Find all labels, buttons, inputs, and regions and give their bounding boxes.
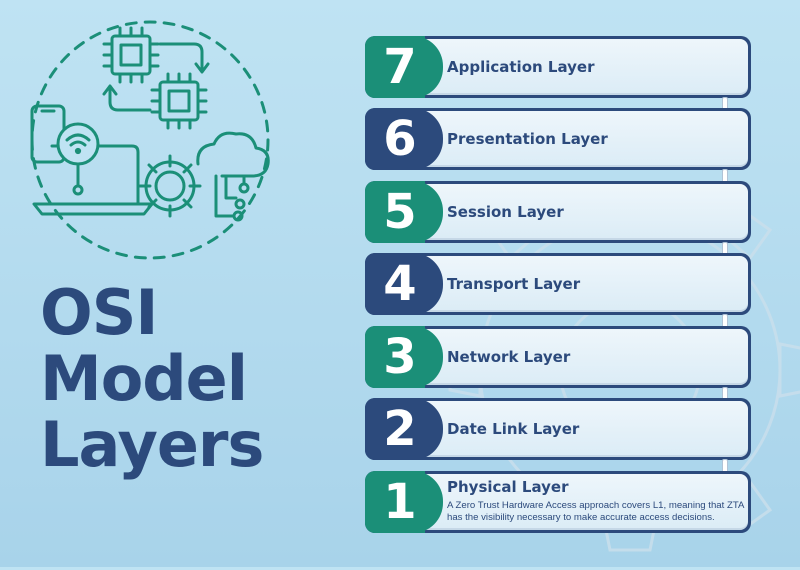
layer-number: 2 — [383, 401, 417, 457]
layer-name: Network Layer — [447, 348, 571, 366]
layer-card-7: 7 Application Layer — [365, 36, 751, 98]
layer-number-tab — [365, 108, 443, 170]
title-line-osi: OSI — [40, 276, 158, 349]
layer-number-tab — [365, 253, 443, 315]
layer-number-tab — [365, 398, 443, 460]
layer-card-3: 3 Network Layer — [365, 326, 751, 388]
layer-name: Session Layer — [447, 203, 564, 221]
layer-number: 6 — [383, 111, 417, 167]
layer-card-2: 2 Date Link Layer — [365, 398, 751, 460]
layer-card-1: 1 Physical Layer A Zero Trust Hardware A… — [365, 471, 751, 533]
layer-number: 4 — [383, 256, 417, 312]
layer-name: Application Layer — [447, 58, 595, 76]
layer-number: 1 — [383, 474, 417, 530]
page-title: OSI Model Layers — [40, 280, 340, 478]
layer-card-4: 4 Transport Layer — [365, 253, 751, 315]
layer-description: A Zero Trust Hardware Access approach co… — [447, 500, 744, 523]
layer-number: 7 — [383, 39, 417, 95]
title-line-layers: Layers — [40, 408, 264, 481]
layer-number: 5 — [383, 184, 417, 240]
title-line-model: Model — [40, 342, 248, 415]
layer-name: Date Link Layer — [447, 420, 580, 438]
layer-number: 3 — [383, 329, 417, 385]
layer-name: Physical Layer — [447, 478, 569, 496]
layer-card-5: 5 Session Layer — [365, 181, 751, 243]
tech-network-icon — [30, 20, 270, 260]
layer-name: Transport Layer — [447, 275, 581, 293]
layer-card-6: 6 Presentation Layer — [365, 108, 751, 170]
layer-name: Presentation Layer — [447, 130, 608, 148]
